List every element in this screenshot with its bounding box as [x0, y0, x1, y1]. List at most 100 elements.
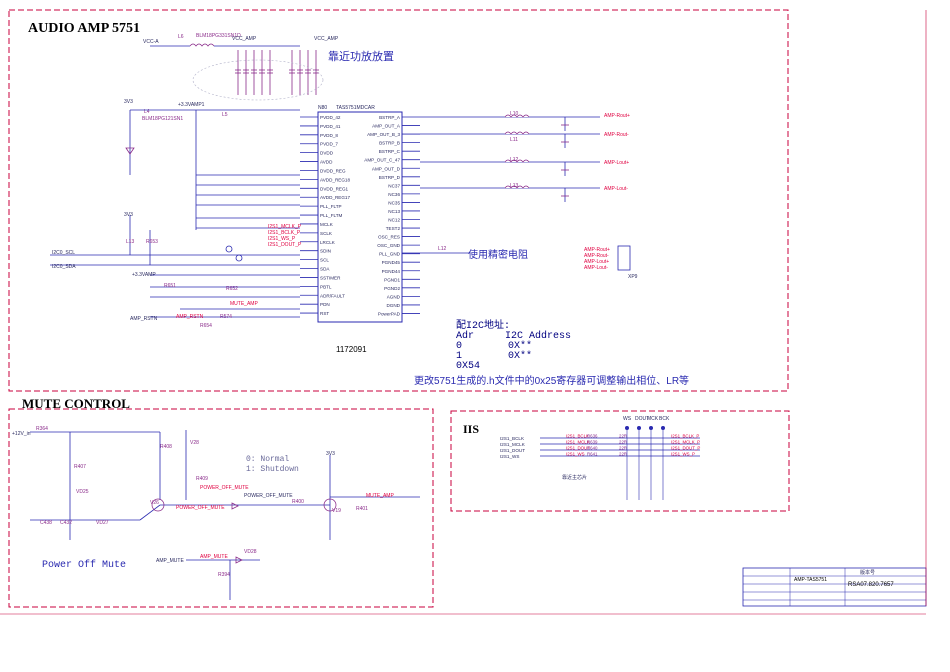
part-vd27: VD27 — [96, 520, 109, 526]
net-bclk: I2S1_BCLK_P — [268, 230, 301, 236]
ic-right-pin-label: PGND44 — [382, 269, 401, 274]
ic-right-pin-label: PLL_GND — [379, 252, 401, 257]
ic-right-pin-label: AMP_OUT_C_47 — [364, 158, 400, 163]
net-mute-amp: MUTE_AMP — [230, 301, 258, 307]
iis-resistor: R640 — [587, 446, 598, 451]
ic-left-pin-label: PLL_FLTM — [320, 213, 343, 218]
ic-right-pin-label: NC12 — [388, 218, 400, 223]
mute-state-normal: 0: Normal — [246, 455, 289, 464]
ic-left-pin-label: SDA — [320, 267, 330, 272]
ic-right-pin-label: OSC_RES — [378, 235, 400, 240]
ic-left-pin-label: MCLK — [320, 222, 334, 227]
part-r409: R409 — [196, 476, 208, 482]
ic-number: 1172091 — [336, 345, 367, 354]
iis-testpoint-icon — [649, 426, 653, 430]
net-3v3-amp: +3.3VAMP — [132, 272, 156, 278]
net-amp-rstn: AMP_RSTN — [176, 314, 204, 320]
ic-right-pin-label: AGND — [387, 294, 401, 299]
iis-frame — [450, 410, 790, 512]
ic-left-pin-label: SCLK — [320, 231, 333, 236]
part-c438: C438 — [40, 520, 52, 526]
iis-value: 22R — [619, 452, 627, 457]
ic-right-pin-label: TEST2 — [386, 226, 401, 231]
iis-resistor: R641 — [587, 452, 598, 457]
iis-testpoint-icon — [625, 426, 629, 430]
part-r574: R652 — [226, 286, 238, 292]
inductor-icon — [504, 159, 530, 163]
inductor-icon — [504, 131, 530, 135]
part-r394: R394 — [218, 572, 230, 578]
i2c-footer: 0X54 — [456, 361, 480, 372]
ic-left-pin-label: AVDD — [320, 160, 333, 165]
ic-left-pin-label: RST — [320, 311, 329, 316]
iis-testpoint-label: WS — [623, 416, 632, 422]
part-l10: L10 — [510, 111, 519, 117]
part-l6: L6 — [178, 34, 184, 40]
iis-right-net: I2S1_DOUT_P — [671, 446, 700, 451]
ic-left-pin-label: PDN — [320, 302, 330, 307]
i2c-col-adr: Adr — [456, 330, 474, 342]
iis-mid-net: I2S1_DOUT — [566, 446, 590, 451]
diode-vd25-icon — [231, 502, 239, 510]
ic-right-pin-label: NC35 — [388, 200, 400, 205]
audio-amp-frame — [8, 9, 789, 392]
i2c-row0-adr: 0 — [456, 341, 462, 352]
iis-value: 22R — [619, 446, 627, 451]
ic-right-pin-label: NC36 — [388, 192, 400, 197]
iis-testpoint-label: DOUT — [635, 416, 649, 422]
part-l6-value: BLM18PG331SN1D — [196, 33, 241, 39]
iis-testpoint-label: MCK — [647, 416, 659, 422]
note-near-amp: 靠近功放放置 — [328, 49, 394, 63]
part-v28: V28 — [190, 440, 199, 446]
ic-left-pin-label: PLL_FLTP — [320, 204, 342, 209]
part-c432: C432 — [60, 520, 72, 526]
net-mute-amp-out: MUTE_AMP — [366, 493, 394, 499]
net-mclk: I2S1_MCLK_P — [268, 224, 302, 230]
iis-testpoint-icon — [637, 426, 641, 430]
transistor-v26-icon — [151, 498, 165, 512]
iis-left-net: I2S1_DOUT — [500, 448, 525, 453]
ic-left-pins: PVDD_42PVDD_41PVDD_8PVDD_7DVDDAVDDDVDD_R… — [300, 115, 350, 316]
iis-title: IIS — [463, 422, 479, 436]
amp-ic-body — [317, 111, 403, 323]
ic-right-pin-label: AMP_OUT_D — [372, 166, 401, 171]
iis-value: 22R — [619, 434, 627, 439]
net-vcc-amp-1: VCC_AMP — [232, 36, 257, 42]
ic-right-pin-label: BSTRP_C — [379, 149, 401, 154]
ic-left-pin-label: DVDD_REG — [320, 168, 346, 173]
ic-right-pin-label: OSC_GND — [377, 243, 400, 248]
i2c-col-addr: I2C Address — [505, 330, 571, 342]
inductor-icon — [504, 114, 530, 118]
ic-right-pin-label: PGND2 — [384, 286, 400, 291]
title-block: 版本号 AMP-TAS5751 RSA07.820.7657 — [742, 567, 927, 607]
net-dout: I2S1_DOUT_P — [268, 242, 302, 248]
ic-right-pin-label: NC37 — [388, 183, 400, 188]
part-r407: R407 — [74, 464, 86, 470]
ic-left-pin-label: DVDD — [320, 151, 334, 156]
ic-left-pin-label: PVDD_41 — [320, 124, 341, 129]
part-l11: L11 — [510, 137, 518, 143]
iis-resistor: R639 — [587, 440, 598, 445]
near-amp-outline — [192, 59, 324, 101]
diode-vd28-icon — [235, 556, 243, 564]
ic-left-pin-label: DVDD_REG1 — [320, 186, 349, 191]
mute-state-shutdown: 1: Shutdown — [246, 465, 299, 474]
ic-left-pin-label: SCL — [320, 258, 329, 263]
amp-outputs — [420, 114, 600, 202]
part-r651: L13 — [126, 239, 135, 245]
out-rout-minus: AMP-Rout- — [604, 132, 629, 138]
ic-left-pin-label: PVDD_8 — [320, 133, 338, 138]
iis-testpoint-icon — [661, 426, 665, 430]
part-r401: R401 — [356, 506, 368, 512]
net-vcc-amp-2: VCC_AMP — [314, 36, 339, 42]
ic-right-pin-label: PowerPAD — [378, 311, 401, 316]
net-i2c-scl: I2C0_SCL — [52, 250, 75, 256]
part-l5: L5 — [222, 112, 228, 118]
part-r553: R574 — [220, 314, 232, 320]
iis-left-net: I2S1_WS — [500, 454, 519, 459]
note-precision-resistor: 使用精密电阻 — [468, 248, 528, 261]
part-r400: R400 — [292, 499, 304, 505]
ic-ref: N80 — [318, 105, 327, 111]
title-doc-number: RSA07.820.7657 — [848, 582, 894, 588]
